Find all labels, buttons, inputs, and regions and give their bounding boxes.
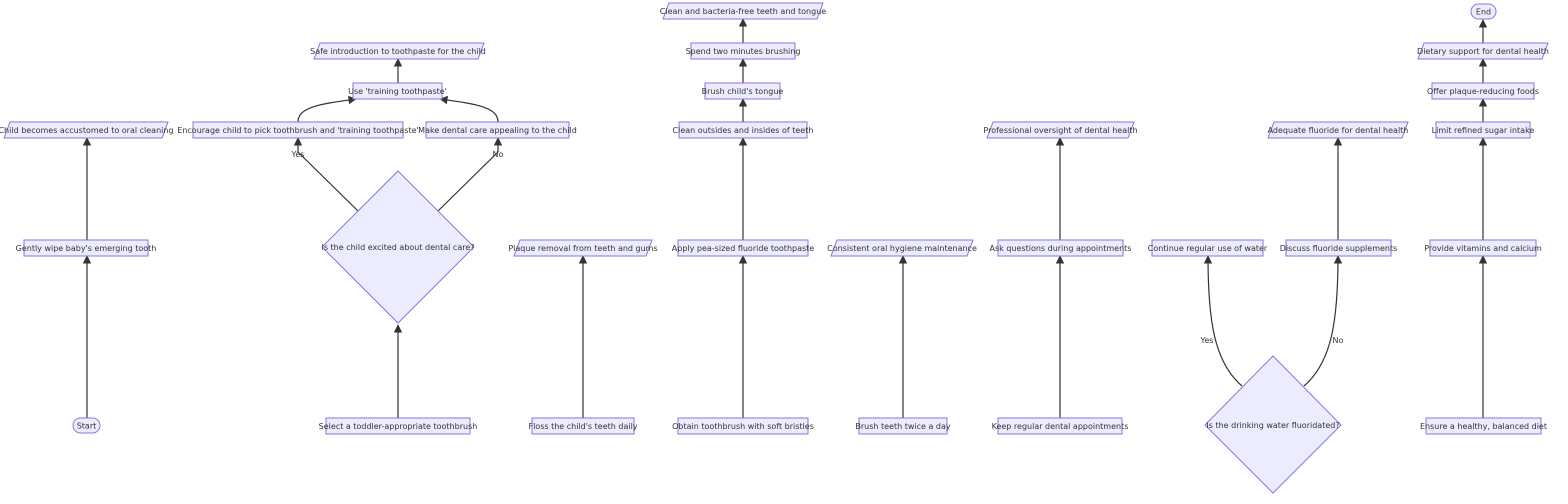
- process-label: Continue regular use of water: [1148, 244, 1268, 253]
- process-label: Discuss fluoride supplements: [1280, 244, 1398, 253]
- process-node-two-minutes[interactable]: Spend two minutes brushing: [686, 42, 801, 60]
- start-node[interactable]: Start: [72, 417, 101, 434]
- process-node-make-appealing[interactable]: Make dental care appealing to the child: [418, 121, 577, 139]
- process-node-encourage[interactable]: Encourage child to pick toothbrush and '…: [177, 121, 419, 139]
- process-node-balanced-diet[interactable]: Ensure a healthy, balanced diet: [1420, 417, 1547, 435]
- process-node-clean-outsides[interactable]: Clean outsides and insides of teeth: [673, 121, 814, 139]
- process-node-supplements[interactable]: Discuss fluoride supplements: [1280, 239, 1398, 257]
- edge-appealing-to-training: [439, 95, 499, 123]
- output-label: Professional oversight of dental health: [983, 126, 1137, 135]
- edge-excited-no: [437, 137, 503, 212]
- process-node-obtain-toothbrush[interactable]: Obtain toothbrush with soft bristles: [672, 417, 814, 435]
- process-label: Brush child's tongue: [702, 87, 784, 96]
- edge-encourage-to-training: [297, 95, 357, 123]
- output-label: Dietary support for dental health: [1417, 47, 1549, 56]
- process-label: Make dental care appealing to the child: [418, 126, 577, 135]
- output-node-safe-introduction[interactable]: Safe introduction to toothpaste for the …: [310, 42, 486, 60]
- process-node-limit-sugar[interactable]: Limit refined sugar intake: [1432, 121, 1535, 139]
- process-label: Select a toddler-appropriate toothbrush: [319, 422, 478, 431]
- process-label: Offer plaque-reducing foods: [1427, 87, 1539, 96]
- output-node-dietary-support[interactable]: Dietary support for dental health: [1417, 42, 1549, 60]
- process-label: Provide vitamins and calcium: [1424, 244, 1542, 253]
- process-label: Keep regular dental appointments: [992, 422, 1129, 431]
- output-label: Adequate fluoride for dental health: [1268, 126, 1409, 135]
- output-label: Safe introduction to toothpaste for the …: [310, 47, 486, 56]
- end-label: End: [1476, 8, 1491, 17]
- edge-label-no: No: [1333, 336, 1344, 345]
- edge-fluoridated-no: [1303, 255, 1343, 387]
- process-node-floss[interactable]: Floss the child's teeth daily: [528, 417, 638, 435]
- output-label: Plaque removal from teeth and gums: [508, 244, 657, 253]
- process-label: Gently wipe baby's emerging tooth: [16, 244, 157, 253]
- edge-label-yes: Yes: [1200, 336, 1214, 345]
- process-label: Limit refined sugar intake: [1432, 126, 1535, 135]
- process-node-appointments[interactable]: Keep regular dental appointments: [992, 417, 1129, 435]
- decision-label: Is the drinking water fluoridated?: [1206, 421, 1339, 430]
- output-node-plaque-removal[interactable]: Plaque removal from teeth and gums: [508, 239, 658, 257]
- process-label: Apply pea-sized fluoride toothpaste: [672, 244, 815, 253]
- edge-labels: Yes No Yes No: [291, 150, 1344, 345]
- process-label: Spend two minutes brushing: [686, 47, 801, 56]
- edge-label-no: No: [493, 150, 504, 159]
- output-node-consistent-hygiene[interactable]: Consistent oral hygiene maintenance: [827, 239, 977, 257]
- end-node[interactable]: End: [1470, 3, 1497, 20]
- process-label: Brush teeth twice a day: [855, 422, 951, 431]
- decision-label: Is the child excited about dental care?: [321, 243, 474, 252]
- decision-node-excited[interactable]: Is the child excited about dental care?: [321, 170, 475, 324]
- edge-fluoridated-yes: [1203, 255, 1243, 387]
- process-node-continue-water[interactable]: Continue regular use of water: [1148, 239, 1268, 257]
- process-label: Obtain toothbrush with soft bristles: [672, 422, 814, 431]
- process-label: Floss the child's teeth daily: [528, 422, 637, 431]
- nodes: Start Gently wipe baby's emerging tooth …: [0, 2, 1549, 494]
- process-node-vitamins-calcium[interactable]: Provide vitamins and calcium: [1424, 239, 1542, 257]
- process-node-wipe-tooth[interactable]: Gently wipe baby's emerging tooth: [16, 239, 157, 257]
- output-node-clean-bacteria-free[interactable]: Clean and bacteria-free teeth and tongue: [660, 2, 826, 20]
- process-label: Encourage child to pick toothbrush and '…: [177, 126, 418, 135]
- process-node-brush-twice[interactable]: Brush teeth twice a day: [855, 417, 951, 435]
- edge-label-yes: Yes: [291, 150, 305, 159]
- process-node-select-toothbrush[interactable]: Select a toddler-appropriate toothbrush: [319, 417, 478, 435]
- process-label: Use 'training toothpaste': [348, 87, 447, 96]
- decision-node-fluoridated[interactable]: Is the drinking water fluoridated?: [1204, 355, 1342, 494]
- output-node-accustomed[interactable]: Child becomes accustomed to oral cleanin…: [0, 121, 174, 139]
- process-node-pea-sized[interactable]: Apply pea-sized fluoride toothpaste: [672, 239, 815, 257]
- edges: [82, 18, 1488, 418]
- process-node-plaque-reducing-foods[interactable]: Offer plaque-reducing foods: [1427, 82, 1539, 100]
- process-node-brush-tongue[interactable]: Brush child's tongue: [702, 82, 784, 100]
- process-label: Clean outsides and insides of teeth: [673, 126, 814, 135]
- output-label: Child becomes accustomed to oral cleanin…: [0, 126, 174, 135]
- process-node-ask-questions[interactable]: Ask questions during appointments: [990, 239, 1132, 257]
- output-node-adequate-fluoride[interactable]: Adequate fluoride for dental health: [1267, 121, 1409, 139]
- process-label: Ensure a healthy, balanced diet: [1420, 422, 1547, 431]
- process-node-training-toothpaste[interactable]: Use 'training toothpaste': [348, 82, 447, 100]
- output-label: Clean and bacteria-free teeth and tongue: [660, 7, 826, 16]
- output-label: Consistent oral hygiene maintenance: [827, 244, 977, 253]
- output-node-professional-oversight[interactable]: Professional oversight of dental health: [983, 121, 1138, 139]
- process-label: Ask questions during appointments: [990, 244, 1132, 253]
- start-label: Start: [77, 422, 97, 431]
- edge-excited-yes: [293, 137, 359, 212]
